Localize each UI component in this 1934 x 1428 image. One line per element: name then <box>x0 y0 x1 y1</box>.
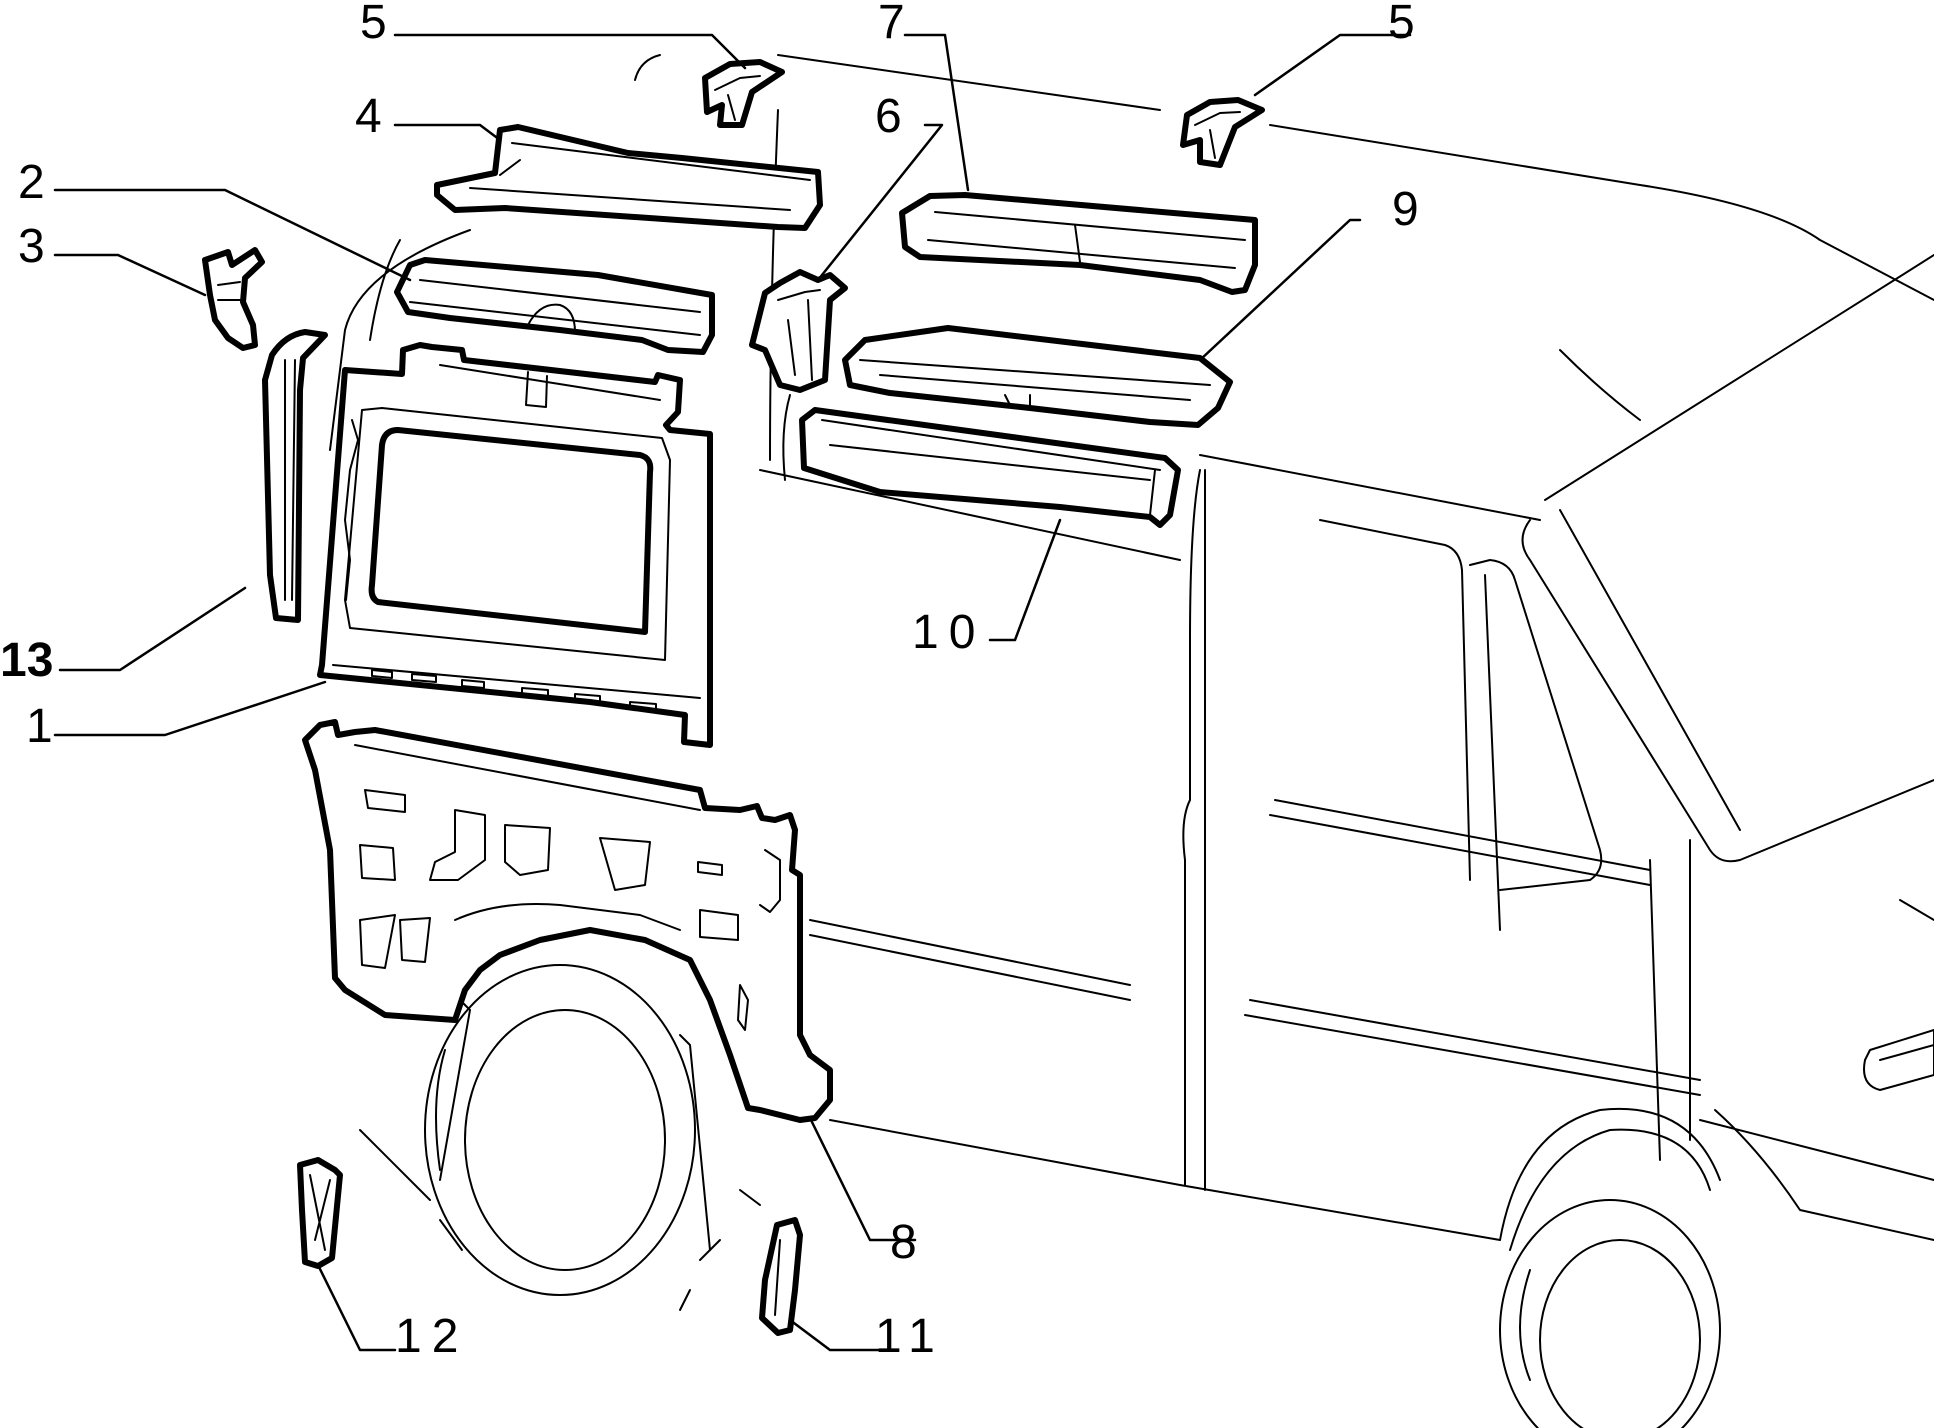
leader-1 <box>53 680 327 737</box>
callout-11: 11 <box>875 1310 945 1363</box>
leader-9 <box>1198 218 1362 362</box>
leader-13 <box>58 586 247 672</box>
callout-9: 9 <box>1392 183 1419 236</box>
part-10-roof-rail <box>799 407 1181 528</box>
part-3-corner-bracket <box>202 247 265 351</box>
callout-6: 6 <box>875 90 902 143</box>
callout-7: 7 <box>878 0 905 49</box>
part-5-left-bracket <box>702 59 785 128</box>
part-13-pillar <box>262 329 328 623</box>
part-5-right-bracket <box>1180 97 1265 168</box>
callout-8: 8 <box>890 1216 917 1269</box>
leader-7 <box>903 33 970 192</box>
callout-3: 3 <box>18 220 45 273</box>
part-4-roof-rail <box>434 124 823 231</box>
leader-5-left <box>393 33 747 70</box>
part-8-side-panel <box>302 719 833 1251</box>
callout-5-left: 5 <box>360 0 387 49</box>
part-12-small-pillar <box>297 1157 343 1269</box>
callout-2: 2 <box>18 156 45 209</box>
callout-1: 1 <box>26 700 53 753</box>
part-7-roof-rail <box>899 192 1258 295</box>
callout-12: 12 <box>395 1310 468 1363</box>
leader-4 <box>393 123 502 142</box>
callout-10: 10 <box>912 606 985 659</box>
leader-10 <box>988 518 1062 642</box>
callout-labels: 5 7 5 4 6 2 9 3 10 13 1 8 12 11 <box>0 0 1419 1363</box>
part-9-roof-rail <box>842 325 1233 428</box>
leader-11 <box>788 1318 882 1352</box>
van-body-outline <box>329 54 1934 1428</box>
leader-lines <box>53 33 1412 1352</box>
part-2-rear-header <box>394 257 715 355</box>
callout-5-right: 5 <box>1388 0 1415 49</box>
leader-12 <box>316 1263 397 1352</box>
leader-2 <box>53 188 412 282</box>
leader-6 <box>816 123 944 282</box>
part-1-window-frame <box>317 342 713 748</box>
leader-3 <box>53 253 207 297</box>
leader-5-right <box>1253 33 1412 97</box>
rear-wheel <box>359 964 761 1311</box>
leader-8 <box>808 1116 917 1242</box>
callout-4: 4 <box>355 90 382 143</box>
callout-13: 13 <box>0 634 53 687</box>
part-6-bracket <box>749 269 848 393</box>
part-11-small-pillar <box>759 1217 803 1336</box>
